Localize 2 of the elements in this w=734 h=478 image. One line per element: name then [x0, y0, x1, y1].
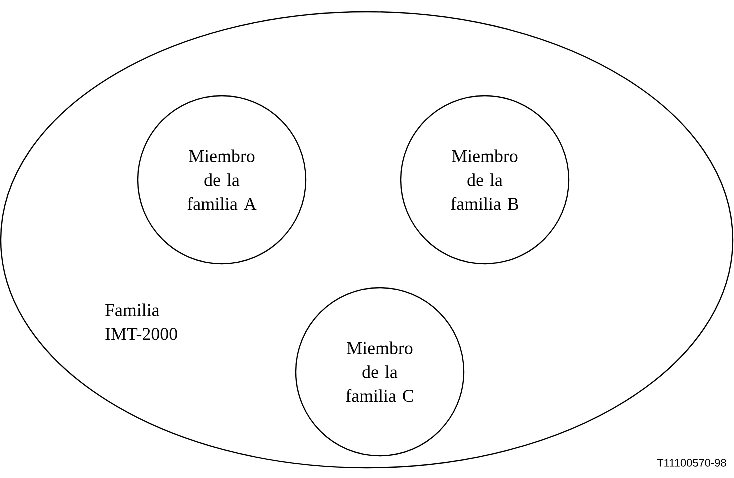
- ellipse-heading: Familia IMT-2000: [106, 304, 178, 340]
- figure-number: T11100570-98: [657, 459, 726, 467]
